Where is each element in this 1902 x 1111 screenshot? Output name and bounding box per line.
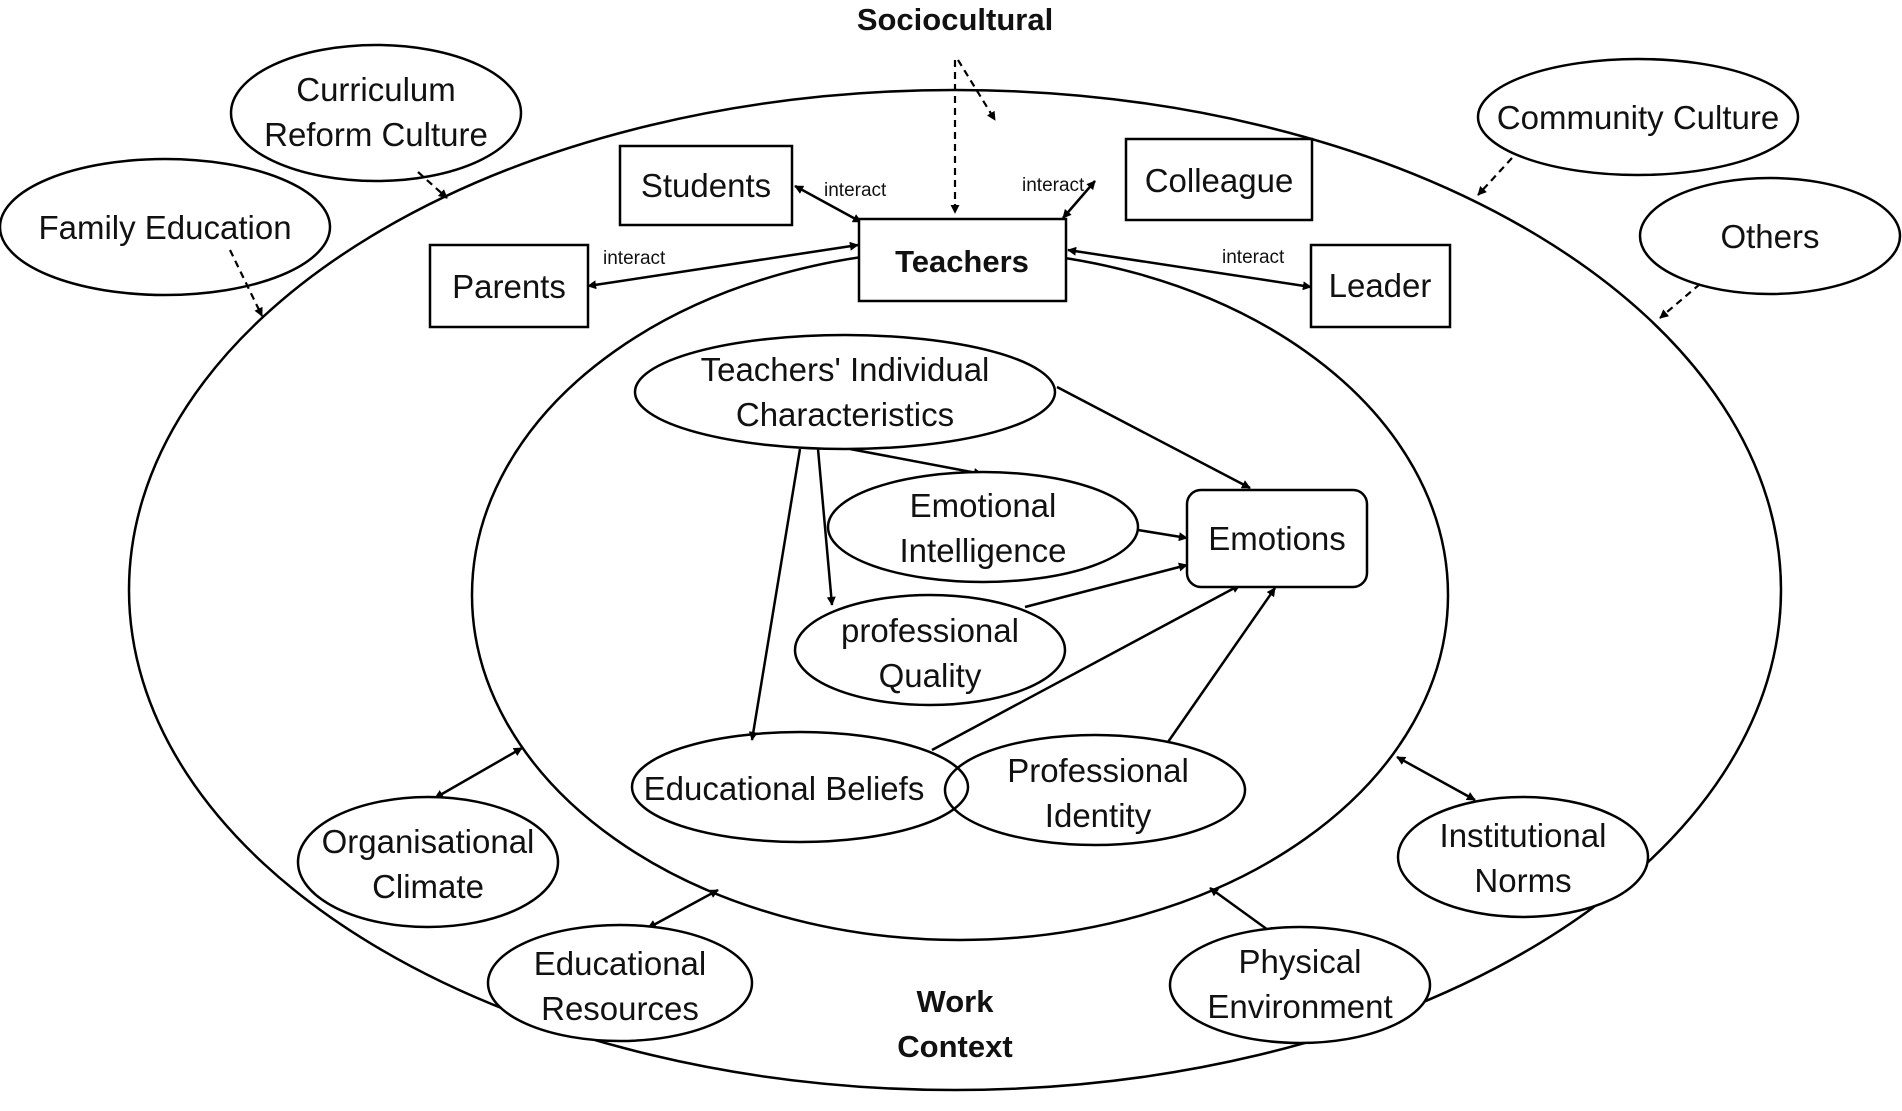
interact-label-leader: interact bbox=[1222, 247, 1285, 268]
organisational-climate-ellipse bbox=[296, 795, 560, 929]
colleague-box bbox=[1124, 137, 1314, 222]
family-education-dashed-arrow bbox=[229, 249, 263, 317]
interact-label-students: interact bbox=[824, 180, 887, 201]
emotions-label: Emotions bbox=[1208, 520, 1346, 557]
professional-quality-label-line2: Quality bbox=[879, 657, 982, 694]
teachers-label: Teachers bbox=[895, 244, 1029, 279]
professional-identity-ellipse bbox=[943, 733, 1247, 847]
organisational-climate-arrow bbox=[434, 746, 523, 800]
professional-quality-to-emotions-arrow bbox=[1024, 562, 1188, 609]
emotions-box bbox=[1185, 488, 1369, 589]
curriculum-dashed-arrow bbox=[417, 171, 448, 199]
colleague-label: Colleague bbox=[1145, 162, 1294, 199]
educational-beliefs-ellipse bbox=[630, 730, 970, 844]
students-label: Students bbox=[641, 167, 771, 204]
physical-environment-ellipse bbox=[1168, 925, 1432, 1045]
interact-label-colleague: interact bbox=[1022, 175, 1085, 196]
work-context-title-line2: Context bbox=[897, 1029, 1012, 1064]
educational-resources-ellipse bbox=[486, 923, 754, 1043]
community-culture-label: Community Culture bbox=[1497, 99, 1779, 136]
educational-resources-arrow bbox=[647, 888, 719, 930]
others-ellipse bbox=[1638, 176, 1902, 296]
professional-identity-label-line1: Professional bbox=[1007, 752, 1189, 789]
organisational-label-line1: Organisational bbox=[322, 823, 535, 860]
leader-box bbox=[1309, 243, 1452, 329]
educational-beliefs-to-emotions-arrow bbox=[931, 583, 1241, 752]
family-education-ellipse bbox=[0, 157, 332, 297]
parents-box bbox=[428, 243, 590, 329]
individual-to-emotions-arrow bbox=[1056, 385, 1251, 490]
emotional-intelligence-label-line2: Intelligence bbox=[900, 532, 1067, 569]
individual-to-educational-beliefs-arrow bbox=[748, 448, 802, 741]
parents-label: Parents bbox=[452, 268, 566, 305]
emotional-intelligence-to-emotions-arrow bbox=[1137, 528, 1188, 542]
work-context-title-line1: Work bbox=[917, 984, 995, 1019]
sociocultural-title: Sociocultural bbox=[857, 2, 1053, 37]
educational-resources-label-line1: Educational bbox=[534, 945, 706, 982]
community-culture-dashed-arrow bbox=[1477, 157, 1513, 196]
institutional-norms-arrow bbox=[1396, 755, 1476, 802]
physical-environment-label-line1: Physical bbox=[1239, 943, 1362, 980]
teachers-individual-characteristics-ellipse bbox=[633, 333, 1057, 451]
curriculum-label-line1: Curriculum bbox=[296, 71, 456, 108]
curriculum-reform-culture-ellipse bbox=[229, 43, 523, 183]
institutional-norms-label-line1: Institutional bbox=[1440, 817, 1607, 854]
professional-quality-label-line1: professional bbox=[841, 612, 1019, 649]
individual-to-professional-quality-arrow bbox=[816, 448, 836, 606]
emotional-intelligence-label-line1: Emotional bbox=[910, 487, 1057, 524]
individual-to-emotional-intelligence-arrow bbox=[849, 447, 983, 477]
professional-identity-label-line2: Identity bbox=[1045, 797, 1152, 834]
educational-beliefs-label: Educational Beliefs bbox=[644, 770, 925, 807]
emotional-intelligence-ellipse bbox=[826, 470, 1140, 584]
others-dashed-arrow bbox=[1659, 283, 1701, 319]
individual-label-line1: Teachers' Individual bbox=[701, 351, 990, 388]
individual-label-line2: Characteristics bbox=[736, 396, 954, 433]
professional-identity-to-emotions-arrow bbox=[1166, 587, 1277, 743]
leader-teachers-arrow bbox=[1067, 246, 1312, 291]
professional-quality-ellipse bbox=[793, 593, 1067, 707]
leader-label: Leader bbox=[1329, 267, 1432, 304]
community-culture-ellipse bbox=[1476, 57, 1800, 177]
students-teachers-arrow bbox=[794, 184, 862, 224]
curriculum-label-line2: Reform Culture bbox=[264, 116, 488, 153]
organisational-label-line2: Climate bbox=[372, 868, 484, 905]
family-education-label: Family Education bbox=[38, 209, 291, 246]
teachers-box bbox=[857, 217, 1068, 303]
institutional-norms-ellipse bbox=[1396, 795, 1650, 919]
interact-label-parents: interact bbox=[603, 248, 666, 269]
physical-environment-arrow bbox=[1209, 886, 1276, 937]
physical-environment-label-line2: Environment bbox=[1207, 988, 1392, 1025]
students-box bbox=[618, 144, 794, 227]
others-label: Others bbox=[1720, 218, 1819, 255]
colleague-teachers-arrow bbox=[1062, 180, 1096, 219]
parents-teachers-arrow bbox=[587, 241, 859, 290]
educational-resources-label-line2: Resources bbox=[541, 990, 699, 1027]
institutional-norms-label-line2: Norms bbox=[1474, 862, 1571, 899]
